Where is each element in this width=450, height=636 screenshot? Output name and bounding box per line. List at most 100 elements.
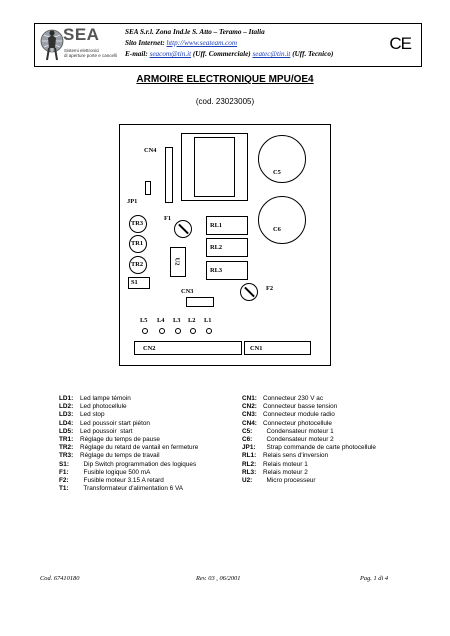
jumper-jp1 bbox=[145, 181, 151, 195]
relay-rl3: RL3 bbox=[206, 261, 248, 280]
legend-key: C5: bbox=[242, 427, 253, 435]
legend-key: U2: bbox=[242, 477, 253, 485]
ce-mark: CE bbox=[389, 34, 412, 53]
legend-text: Fusible logique 500 mA bbox=[80, 468, 151, 476]
transformer-core bbox=[194, 137, 235, 197]
legend-text: Fusible moteur 3.15 A retard bbox=[80, 477, 164, 485]
label-c6: C6 bbox=[273, 226, 281, 233]
legend-key: LD4: bbox=[59, 419, 74, 427]
label-l4: L4 bbox=[157, 317, 165, 324]
legend-key: CN2: bbox=[242, 403, 257, 411]
globe-figure-icon bbox=[40, 29, 64, 61]
website-label: Sito Internet: bbox=[125, 39, 167, 47]
legend-key: CN1: bbox=[242, 395, 257, 402]
legend-text: Connecteur basse tension bbox=[263, 403, 338, 411]
connector-cn1: CN1 bbox=[244, 341, 311, 355]
legend-item: CN3: Connecteur module radio bbox=[242, 411, 376, 419]
label-cn3: CN3 bbox=[181, 288, 194, 295]
legend-text: Led poussoir start bbox=[80, 427, 133, 435]
legend-key: LD3: bbox=[59, 411, 74, 419]
legend-key: RL2: bbox=[242, 460, 257, 468]
legend-text: Transformateur d'alimentation 6 VA bbox=[80, 485, 184, 493]
legend-item: CN4:Connecteur photocellule bbox=[242, 420, 376, 428]
legend-key: TR3: bbox=[59, 452, 74, 460]
microprocessor-u2: U2 bbox=[170, 247, 186, 277]
legend-text: Led lampe témoin bbox=[80, 395, 131, 402]
label-tr3: TR3 bbox=[131, 220, 144, 227]
label-l2: L2 bbox=[188, 317, 196, 324]
legend-text: Connecteur module radio bbox=[263, 411, 335, 419]
label-f1: F1 bbox=[164, 215, 172, 222]
legend-text: Condensateur moteur 2 bbox=[263, 436, 334, 444]
label-rl1: RL1 bbox=[210, 222, 223, 229]
trimmer-tr3 bbox=[129, 215, 147, 233]
legend-item: U2: Micro processeur bbox=[242, 477, 376, 485]
letterhead: SEA Sistemi elettronici di aperture port… bbox=[34, 23, 422, 67]
label-f2: F2 bbox=[266, 285, 274, 292]
label-l5: L5 bbox=[140, 317, 148, 324]
legend-item: S1: Dip Switch programmation des logique… bbox=[59, 461, 198, 469]
website-line: Sito Internet: http://www.seateam.com bbox=[125, 39, 237, 47]
legend-item: CN2: Connecteur basse tension bbox=[242, 403, 376, 411]
legend-item: RL3: Relais moteur 2 bbox=[242, 469, 376, 477]
label-l1: L1 bbox=[204, 317, 212, 324]
sea-logo: SEA Sistemi elettronici di aperture port… bbox=[39, 25, 121, 64]
brand-tagline-2: di aperture porte e cancelli bbox=[64, 53, 118, 58]
legend-item: LD5:Led poussoir start bbox=[59, 428, 198, 436]
legend-key: JP1: bbox=[242, 444, 256, 452]
label-jp1: JP1 bbox=[127, 198, 138, 205]
email-technical-label: (Uff. Tecnico) bbox=[290, 50, 334, 58]
email-commercial-link[interactable]: seacom@tin.it bbox=[149, 50, 192, 58]
label-tr1: TR1 bbox=[131, 240, 144, 247]
legend-item: F2: Fusible moteur 3.15 A retard bbox=[59, 477, 198, 485]
capacitor-c6 bbox=[258, 196, 306, 244]
legend-text: Connecteur photocellule bbox=[263, 419, 332, 427]
label-s1: S1 bbox=[131, 279, 138, 286]
relay-rl1: RL1 bbox=[206, 216, 248, 235]
footer-code: Cod. 67410180 bbox=[40, 575, 80, 582]
email-technical-link[interactable]: seatec@tin.it bbox=[252, 50, 291, 58]
legend-item: TR2:Réglage du retard de vantail en ferm… bbox=[59, 444, 198, 452]
legend-text: Relais sens d'inversion bbox=[263, 452, 329, 460]
legend-key: F2: bbox=[59, 477, 69, 485]
legend-item: C6: Condensateur moteur 2 bbox=[242, 436, 376, 444]
trimmer-tr2 bbox=[129, 256, 147, 274]
legend-text: Réglage du temps de travail bbox=[80, 452, 160, 460]
connector-cn2: CN2 bbox=[134, 341, 242, 355]
circuit-board-diagram: CN4 T1 C5 C6 JP1 F1 TR3 TR1 TR2 RL1 RL2 … bbox=[119, 124, 331, 366]
led-l5 bbox=[142, 328, 148, 334]
legend-item: RL1: Relais sens d'inversion bbox=[242, 452, 376, 460]
legend-text: Condensateur moteur 1 bbox=[263, 427, 334, 435]
legend-item: LD1: Led lampe témoin bbox=[59, 395, 198, 403]
website-link[interactable]: http://www.seateam.com bbox=[166, 39, 238, 47]
label-c5: C5 bbox=[273, 169, 281, 176]
dip-switch-s1: S1 bbox=[128, 277, 150, 289]
legend-key: T1: bbox=[59, 485, 69, 493]
label-rl3: RL3 bbox=[210, 267, 223, 274]
label-cn4: CN4 bbox=[144, 147, 157, 154]
legend-item: T1: Transformateur d'alimentation 6 VA bbox=[59, 485, 198, 493]
legend-item: CN1:Connecteur 230 V ac bbox=[242, 395, 376, 403]
led-l3 bbox=[175, 328, 181, 334]
brand-name: SEA bbox=[63, 25, 100, 44]
document-title: ARMOIRE ELECTRONIQUE MPU/OE4 bbox=[136, 74, 314, 85]
legend-item: LD4:Led poussoir start piéton bbox=[59, 420, 198, 428]
legend-text: Réglage du retard de vantail en fermetur… bbox=[80, 444, 199, 452]
label-rl2: RL2 bbox=[210, 244, 223, 251]
led-l2 bbox=[190, 328, 196, 334]
legend-item: TR3: Réglage du temps de travail bbox=[59, 452, 198, 460]
legend-text: Relais moteur 2 bbox=[263, 468, 308, 476]
legend-key: CN3: bbox=[242, 411, 257, 419]
legend-key: LD1: bbox=[59, 395, 74, 402]
connector-cn4 bbox=[165, 147, 173, 203]
legend-key: RL3: bbox=[242, 468, 257, 476]
legend-key: RL1: bbox=[242, 452, 257, 460]
legend-text: Dip Switch programmation des logiques bbox=[80, 460, 197, 468]
email-commercial-label: (Uff. Commerciale) bbox=[191, 50, 253, 58]
legend-text: Strap commande de carte photocellule bbox=[263, 444, 376, 452]
legend-item: C5: Condensateur moteur 1 bbox=[242, 428, 376, 436]
label-u2: U2 bbox=[173, 257, 181, 266]
connector-cn3 bbox=[186, 297, 214, 307]
legend-item: TR1:Réglage du temps de pause bbox=[59, 436, 198, 444]
trimmer-tr1 bbox=[129, 235, 147, 253]
